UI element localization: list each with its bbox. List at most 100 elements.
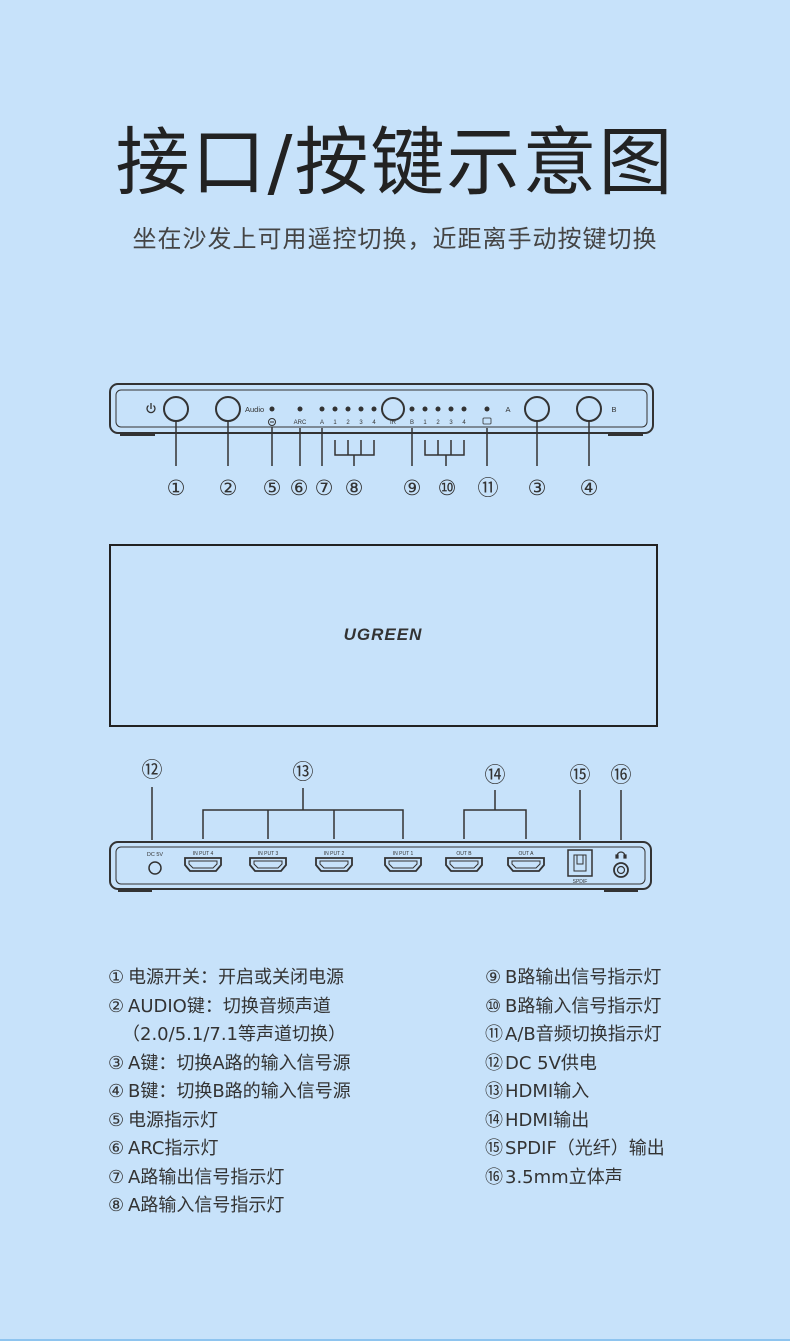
feature-text: SPDIF（光纤）输出 — [505, 1138, 665, 1159]
feature-number: ④ — [108, 1081, 125, 1102]
feature-number: ⑦ — [108, 1166, 125, 1188]
front-panel-diagram: Audio ARC A 1 2 3 4 IR B 1 2 3 4 A B — [109, 383, 654, 500]
hdmi-input1-port — [384, 857, 422, 872]
led-b-label: B — [410, 420, 414, 426]
callout-16: ⑯ — [611, 763, 632, 787]
feature-number: ③ — [108, 1052, 125, 1074]
feature-number: ⑯ — [485, 1166, 503, 1188]
feature-text: 3.5mm立体声 — [505, 1166, 623, 1188]
outb-label: OUT B — [456, 851, 472, 857]
a-button-label: A — [505, 405, 510, 414]
feature-text: B路输出信号指示灯 — [505, 967, 662, 988]
ab-switch-icon — [482, 417, 492, 425]
power-button — [163, 396, 189, 422]
feature-number: ⑪ — [485, 1024, 503, 1045]
led-b1-label: 1 — [423, 420, 427, 426]
callout-6: ⑥ — [290, 476, 309, 500]
callout-13: ⑬ — [293, 760, 314, 784]
feature-number: ⑧ — [108, 1195, 125, 1216]
feature-number: ⑥ — [108, 1138, 125, 1159]
hdmi-outb-port — [445, 857, 483, 872]
hdmi-outa-port — [507, 857, 545, 872]
top-view-body — [109, 544, 658, 727]
callout-9: ⑨ — [403, 476, 422, 500]
hdmi-input4-port — [184, 857, 222, 872]
feature-text: ARC指示灯 — [128, 1138, 219, 1159]
b-button — [576, 396, 602, 422]
led-arc — [297, 406, 303, 412]
page-title: 接口/按键示意图 — [115, 120, 675, 206]
top-view-diagram: UGREEN — [109, 544, 658, 727]
hdmi-input2-port — [315, 857, 353, 872]
bottom-divider — [0, 1339, 790, 1341]
callout-12: ⑫ — [142, 758, 163, 782]
hdmi-input3-port — [249, 857, 287, 872]
power-icon — [146, 403, 156, 414]
led-ab-audio — [484, 406, 490, 412]
headphone-icon — [615, 851, 627, 859]
feature-text: （2.0/5.1/7.1等声道切换） — [122, 1024, 347, 1045]
audio-button — [215, 396, 241, 422]
ir-receiver — [381, 397, 405, 421]
led-a4-label: 4 — [372, 420, 376, 426]
feature-text: AUDIO键：切换音频声道 — [128, 995, 331, 1017]
led-a2-label: 2 — [346, 420, 350, 426]
feature-item: （2.0/5.1/7.1等声道切换） — [108, 1023, 346, 1047]
input2-label: IN PUT 2 — [324, 851, 345, 857]
callout-1: ① — [167, 476, 186, 500]
feature-text: 电源指示灯 — [128, 1109, 218, 1131]
led-b4-label: 4 — [462, 420, 466, 426]
ir-label: IR — [390, 420, 397, 426]
input1-label: IN PUT 1 — [393, 851, 414, 857]
feature-number: ② — [108, 995, 125, 1017]
feature-text: DC 5V供电 — [505, 1052, 597, 1074]
feature-text: A路输出信号指示灯 — [128, 1166, 285, 1188]
front-panel-body — [109, 383, 654, 434]
feature-text: HDMI输入 — [505, 1081, 590, 1102]
callout-3: ③ — [528, 476, 547, 500]
feature-number: ⑭ — [485, 1109, 503, 1131]
callout-10: ⑩ — [438, 476, 457, 500]
feature-number: ⑩ — [485, 995, 502, 1017]
feature-text: A/B音频切换指示灯 — [505, 1024, 662, 1045]
spdif-port — [567, 849, 593, 877]
headphone-jack — [613, 862, 629, 878]
feature-text: A键：切换A路的输入信号源 — [128, 1052, 351, 1074]
callout-7: ⑦ — [315, 476, 334, 500]
led-b3-label: 3 — [449, 420, 453, 426]
dc-jack — [148, 861, 162, 875]
callout-14: ⑭ — [485, 763, 506, 787]
feature-text: B键：切换B路的输入信号源 — [128, 1081, 351, 1102]
callout-8: ⑧ — [345, 476, 364, 500]
feature-number: ⑮ — [485, 1138, 503, 1159]
callout-4: ④ — [580, 476, 599, 500]
feature-text: HDMI输出 — [505, 1109, 590, 1131]
page-subtitle: 坐在沙发上可用遥控切换，近距离手动按键切换 — [132, 225, 658, 253]
rear-panel-body — [109, 841, 652, 890]
callout-2: ② — [219, 476, 238, 500]
feature-text: A路输入信号指示灯 — [128, 1195, 285, 1216]
feature-number: ① — [108, 967, 125, 988]
rear-panel-diagram: ⑫ ⑬ ⑭ ⑮ ⑯ DC 5V IN PUT 4 IN PUT 3 IN PUT… — [109, 758, 652, 892]
feature-text: 电源开关：开启或关闭电源 — [128, 967, 344, 988]
led-a-label: A — [320, 420, 324, 426]
input3-label: IN PUT 3 — [258, 851, 279, 857]
feature-number: ⑬ — [485, 1081, 503, 1102]
b-button-label: B — [611, 405, 616, 414]
arc-label: ARC — [294, 420, 307, 426]
feature-text: B路输入信号指示灯 — [505, 995, 662, 1017]
led-a3-label: 3 — [359, 420, 363, 426]
